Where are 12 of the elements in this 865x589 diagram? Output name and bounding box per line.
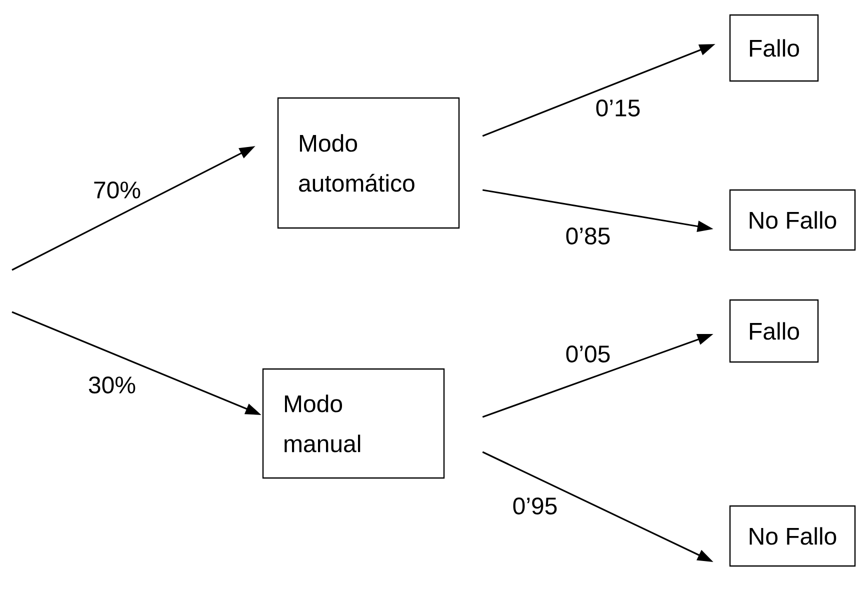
box: Modo manual xyxy=(262,368,445,479)
box: No Fallo xyxy=(729,189,856,251)
box: No Fallo xyxy=(729,505,856,567)
edge-label: 70% xyxy=(92,180,142,200)
edge-label: 30% xyxy=(87,376,138,394)
box: Modo automático xyxy=(277,97,460,229)
box: Fallo xyxy=(729,299,819,363)
edge-label: 0’85 xyxy=(564,226,612,246)
edge-label: 0’15 xyxy=(594,98,642,118)
edge-label: 0’05 xyxy=(564,344,612,364)
box: Fallo xyxy=(729,14,819,82)
edge-label: 0’95 xyxy=(511,496,559,516)
